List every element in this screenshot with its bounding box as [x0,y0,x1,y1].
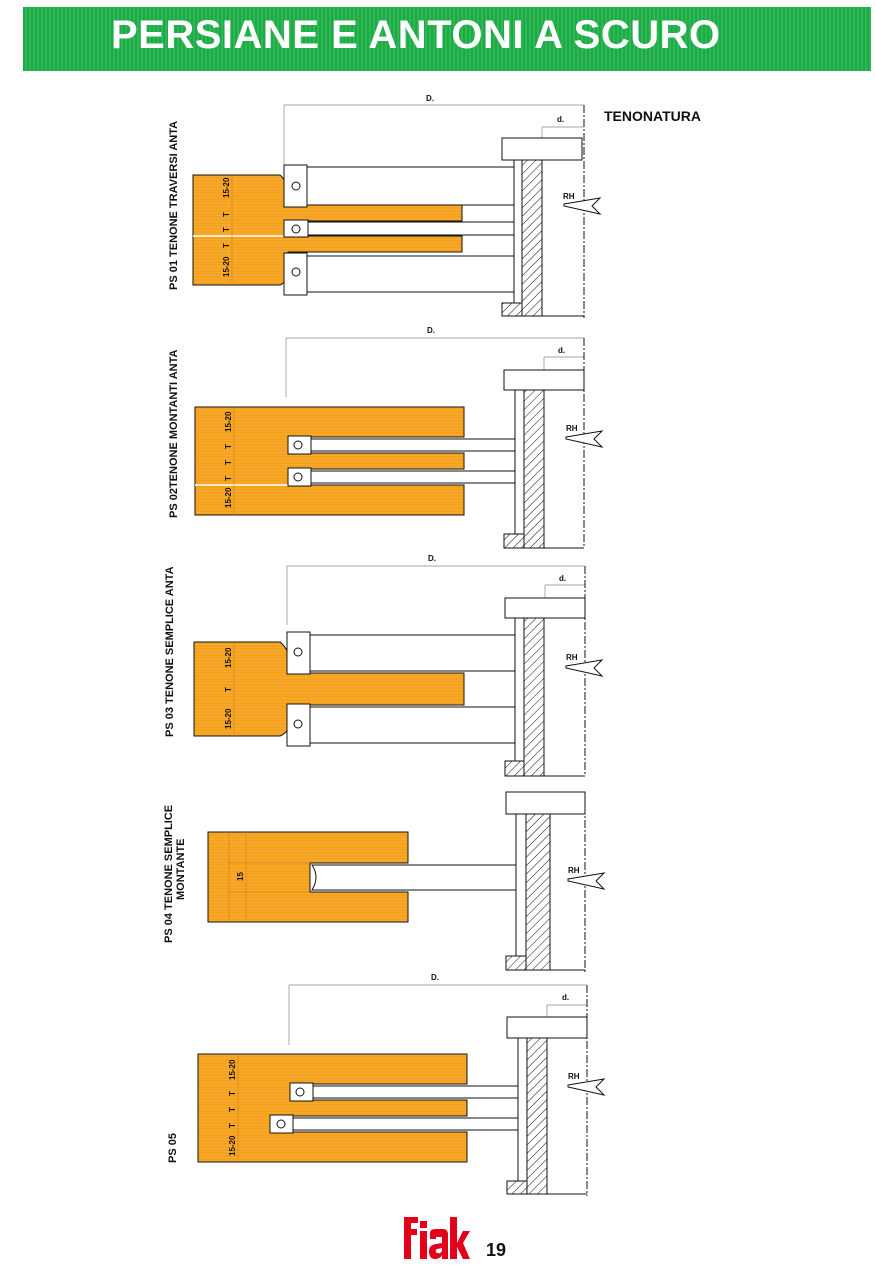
svg-text:T: T [224,476,233,481]
page-title: PERSIANE E ANTONI A SCURO [111,13,721,57]
svg-text:T: T [222,212,231,217]
svg-text:D.: D. [428,554,436,563]
svg-text:RH: RH [568,866,580,875]
svg-text:T: T [228,1107,237,1112]
svg-text:D.: D. [431,973,439,982]
svg-text:15-20: 15-20 [222,256,231,277]
dimension-D: D. [426,94,434,103]
svg-text:T: T [228,1091,237,1096]
drawing-ps02: D. d. 15-20 T T T 15-20 RH [194,326,604,549]
svg-text:T: T [224,687,233,692]
svg-text:d.: d. [559,574,566,583]
svg-text:15-20: 15-20 [224,487,233,508]
svg-text:d.: d. [558,346,565,355]
svg-text:T: T [224,444,233,449]
svg-text:T: T [228,1123,237,1128]
svg-text:T: T [222,227,231,232]
svg-text:15-20: 15-20 [224,411,233,432]
svg-text:15-20: 15-20 [228,1059,237,1080]
svg-text:T: T [224,460,233,465]
svg-text:15-20: 15-20 [224,708,233,729]
page-number: 19 [486,1240,507,1260]
brand-logo [404,1217,470,1259]
drawing-ps01: D. d. 15-20 T T T 15-20 RH [192,94,602,318]
svg-text:d.: d. [562,993,569,1002]
svg-text:RH: RH [568,1072,580,1081]
svg-text:D.: D. [427,326,435,335]
page-header: PERSIANE E ANTONI A SCURO [23,7,871,71]
section-heading: TENONATURA [604,108,701,124]
svg-text:15: 15 [236,872,245,881]
drawing-ps05: D. d. 15-20 T T T 15-20 RH [197,973,606,1196]
drawing-ps04: 15 RH [207,791,606,972]
svg-text:RH: RH [566,424,578,433]
svg-text:15-20: 15-20 [224,647,233,668]
svg-text:RH: RH [563,192,575,201]
svg-text:15-20: 15-20 [228,1135,237,1156]
drawing-ps03: D. d. 15-20 T 15-20 RH [193,554,604,777]
svg-text:RH: RH [566,653,578,662]
svg-text:15-20: 15-20 [222,177,231,198]
dimension-d: d. [557,115,564,124]
svg-text:T: T [222,243,231,248]
